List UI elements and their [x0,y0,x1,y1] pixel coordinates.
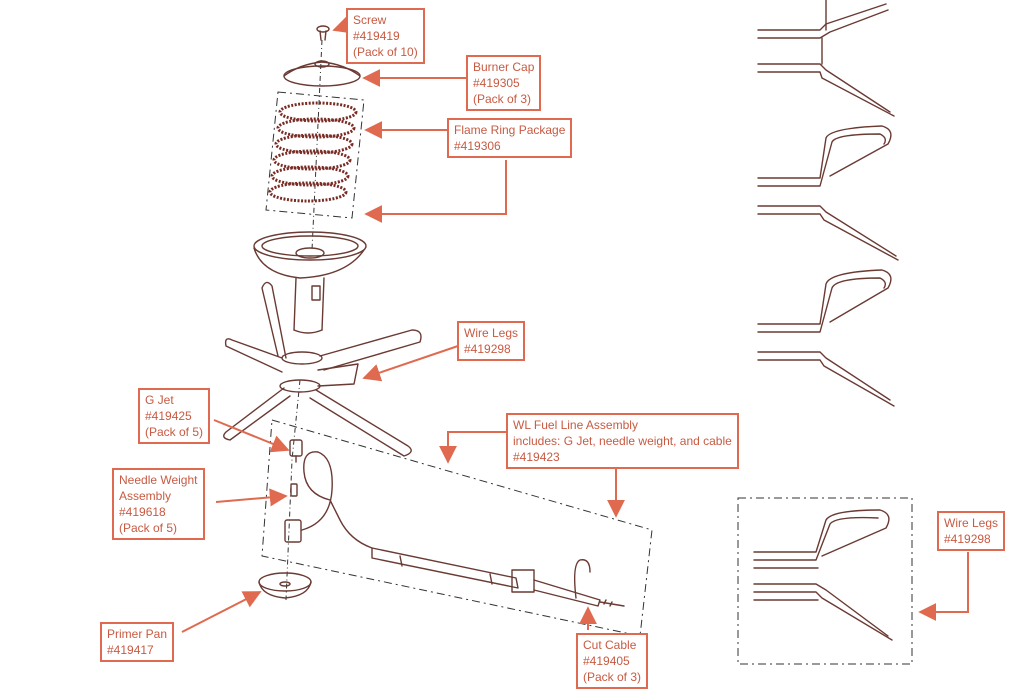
callout-burner-cap-note: (Pack of 3) [473,92,532,106]
callout-primer-pan-name: Primer Pan [107,627,168,641]
callout-cut-cable-part: #419405 [583,654,630,668]
assembly-axis [285,39,323,601]
primer-pan-part [258,572,312,599]
callout-needle-weight-part: #419618 [119,505,166,519]
callout-primer-pan: Primer Pan #419417 [100,622,175,662]
screw-part [316,25,330,41]
wire-legs-detail-box [737,497,913,665]
callout-g-jet: G Jet #419425 (Pack of 5) [138,388,211,444]
callout-g-jet-name: G Jet [145,393,174,407]
wire-leg-view-3 [757,269,895,407]
wire-leg-view-2 [757,125,899,261]
callout-needle-weight: Needle Weight Assembly #419618 (Pack of … [112,468,205,540]
callout-screw-part: #419419 [353,29,400,43]
callout-screw-note: (Pack of 10) [353,45,418,59]
callout-fuel-line: WL Fuel Line Assembly includes: G Jet, n… [506,413,739,469]
callout-wire-legs-detail-part: #419298 [944,532,991,546]
callout-primer-pan-part: #419417 [107,643,154,657]
callout-cut-cable: Cut Cable #419405 (Pack of 3) [576,633,649,689]
callout-fuel-line-part: #419423 [513,450,560,464]
callout-burner-cap-part: #419305 [473,76,520,90]
callout-wire-legs-detail-name: Wire Legs [944,516,999,530]
callout-wire-legs-detail: Wire Legs #419298 [937,511,1006,551]
callout-flame-ring: Flame Ring Package #419306 [447,118,573,158]
callout-g-jet-part: #419425 [145,409,192,423]
burner-cap-part [283,60,361,87]
callout-g-jet-note: (Pack of 5) [145,425,204,439]
wire-legs-main-part [223,281,422,457]
callout-flame-ring-name: Flame Ring Package [454,123,566,137]
callout-screw-name: Screw [353,13,387,27]
wire-leg-view-1 [757,0,895,117]
callout-burner-cap: Burner Cap #419305 (Pack of 3) [466,55,542,111]
callout-screw: Screw #419419 (Pack of 10) [346,8,425,64]
callout-arrows [181,16,969,633]
callout-wire-legs-main: Wire Legs #419298 [457,321,526,361]
flame-ring-stack [265,91,365,219]
fuel-line-assembly-part [284,439,625,607]
callout-cut-cable-note: (Pack of 3) [583,670,642,684]
callout-cut-cable-name: Cut Cable [583,638,637,652]
callout-fuel-line-name: WL Fuel Line Assembly [513,418,638,432]
callout-needle-weight-name2: Assembly [119,489,172,503]
callout-wire-legs-main-part: #419298 [464,342,511,356]
callout-fuel-line-desc: includes: G Jet, needle weight, and cabl… [513,434,732,448]
callout-burner-cap-name: Burner Cap [473,60,535,74]
callout-needle-weight-name: Needle Weight [119,473,198,487]
callout-needle-weight-note: (Pack of 5) [119,521,178,535]
burner-bowl-part [253,231,367,334]
callout-wire-legs-main-name: Wire Legs [464,326,519,340]
callout-flame-ring-part: #419306 [454,139,501,153]
